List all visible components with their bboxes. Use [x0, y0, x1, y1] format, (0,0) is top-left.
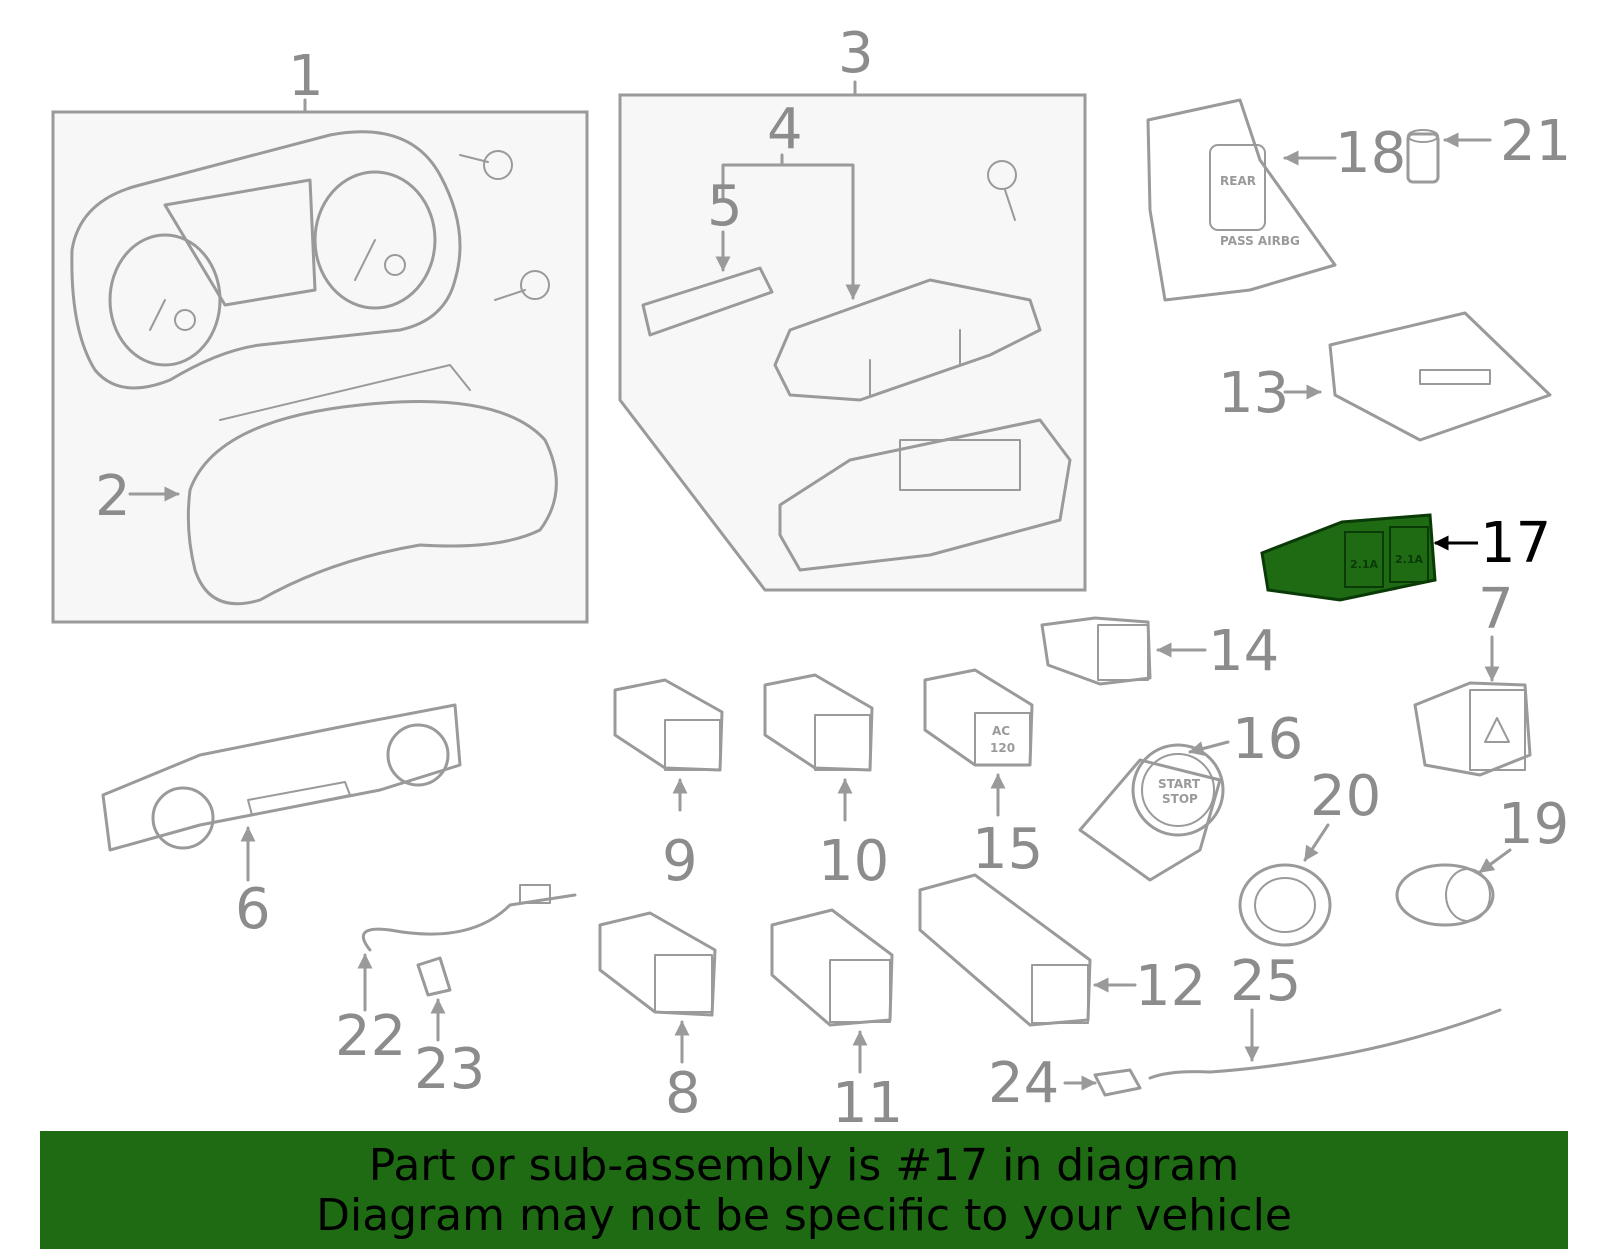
label-16: 16: [1232, 707, 1303, 772]
label-20: 20: [1310, 764, 1381, 829]
start-stop-button[interactable]: START STOP: [1078, 743, 1225, 882]
label-2: 2: [95, 464, 131, 529]
label-15: 15: [972, 817, 1043, 882]
trim-strip[interactable]: [641, 266, 774, 337]
label-22: 22: [335, 1004, 406, 1069]
cluster-lens[interactable]: [186, 364, 558, 606]
label-6: 6: [235, 877, 271, 942]
usb-text-1: 2.1A: [1350, 558, 1378, 571]
label-13: 13: [1218, 361, 1289, 426]
label-7: 7: [1478, 577, 1514, 642]
label-21: 21: [1500, 109, 1571, 174]
screw-2[interactable]: [494, 270, 550, 301]
banner-line-2: Diagram may not be specific to your vehi…: [316, 1190, 1292, 1241]
socket-20[interactable]: [1238, 863, 1332, 947]
hazard-switch[interactable]: [1413, 681, 1532, 777]
start-text: START: [1158, 777, 1201, 791]
label-4: 4: [767, 97, 803, 162]
label-12: 12: [1135, 954, 1206, 1019]
label-10: 10: [818, 829, 889, 894]
info-banner: Part or sub-assembly is #17 in diagram D…: [40, 1131, 1568, 1249]
label-17: 17: [1480, 511, 1551, 576]
ac-text-1: AC: [992, 724, 1010, 738]
airbag-rear-text: REAR: [1220, 174, 1256, 188]
ac-text-2: 120: [990, 741, 1015, 755]
climate-control-panel[interactable]: [101, 703, 462, 852]
switch-bank-12[interactable]: [918, 873, 1092, 1027]
wire-25[interactable]: [1148, 1008, 1502, 1080]
label-1: 1: [288, 44, 324, 109]
label-8: 8: [665, 1061, 701, 1126]
stop-text: STOP: [1162, 792, 1198, 806]
usb-charger-highlighted[interactable]: 2.1A 2.1A: [1260, 513, 1437, 602]
label-9: 9: [662, 829, 698, 894]
instrument-cluster[interactable]: [70, 130, 462, 390]
ac-switch-15[interactable]: AC 120: [923, 668, 1034, 767]
clip-23[interactable]: [416, 956, 452, 997]
group-box-1: [51, 110, 589, 624]
switch-14[interactable]: [1040, 616, 1152, 686]
switch-10[interactable]: [763, 673, 874, 772]
lower-housing[interactable]: [778, 418, 1072, 572]
group-box-3: [618, 93, 1087, 592]
socket-19[interactable]: [1395, 863, 1495, 927]
label-25: 25: [1230, 949, 1301, 1014]
banner-line-1: Part or sub-assembly is #17 in diagram: [368, 1140, 1240, 1191]
label-14: 14: [1208, 619, 1279, 684]
small-bulb[interactable]: [1406, 129, 1440, 184]
switch-11[interactable]: [770, 908, 894, 1027]
airbag-indicator[interactable]: REAR PASS AIRBG: [1146, 98, 1337, 302]
switch-8[interactable]: [598, 911, 717, 1017]
cable-22[interactable]: [361, 884, 577, 952]
label-3: 3: [838, 21, 874, 86]
label-5: 5: [707, 174, 743, 239]
label-19: 19: [1498, 792, 1569, 857]
screw-3[interactable]: [987, 160, 1017, 221]
label-23: 23: [414, 1037, 485, 1102]
label-11: 11: [832, 1071, 903, 1136]
airbag-pass-text: PASS AIRBG: [1220, 234, 1300, 248]
display-housing[interactable]: [773, 278, 1042, 402]
label-18: 18: [1335, 121, 1406, 186]
usb-text-2: 2.1A: [1395, 553, 1423, 566]
switch-9[interactable]: [613, 678, 724, 772]
label-24: 24: [988, 1051, 1059, 1116]
screw-1[interactable]: [459, 150, 513, 180]
connector-24[interactable]: [1093, 1068, 1142, 1097]
switch-panel-13[interactable]: [1328, 311, 1552, 442]
